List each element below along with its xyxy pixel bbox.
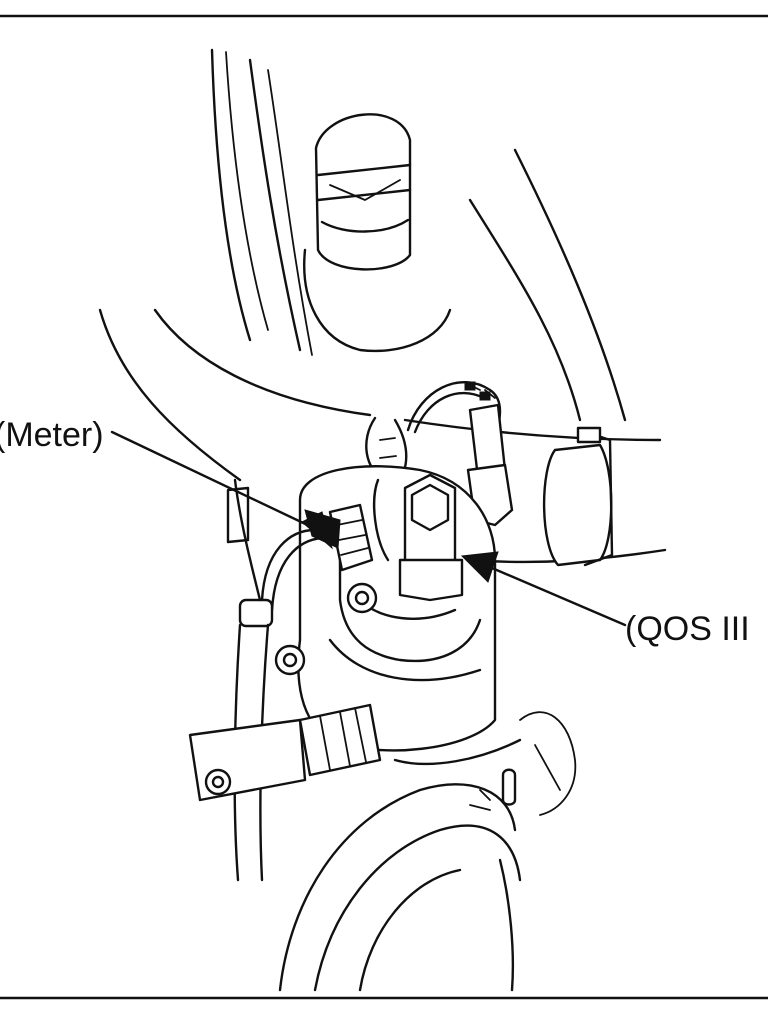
qos-callout-label: (QOS III bbox=[625, 610, 750, 648]
mounting-bracket bbox=[188, 478, 307, 802]
body-panel bbox=[98, 48, 627, 482]
frame bbox=[0, 14, 768, 1000]
lower-housing bbox=[278, 711, 577, 992]
throttle-body bbox=[274, 465, 497, 752]
qos-leader-arrow bbox=[460, 551, 627, 627]
lower-hose bbox=[298, 703, 382, 777]
filler-cap bbox=[303, 113, 452, 353]
meter-leader-arrow bbox=[110, 430, 341, 550]
meter-callout-label: (Meter) bbox=[0, 416, 104, 454]
